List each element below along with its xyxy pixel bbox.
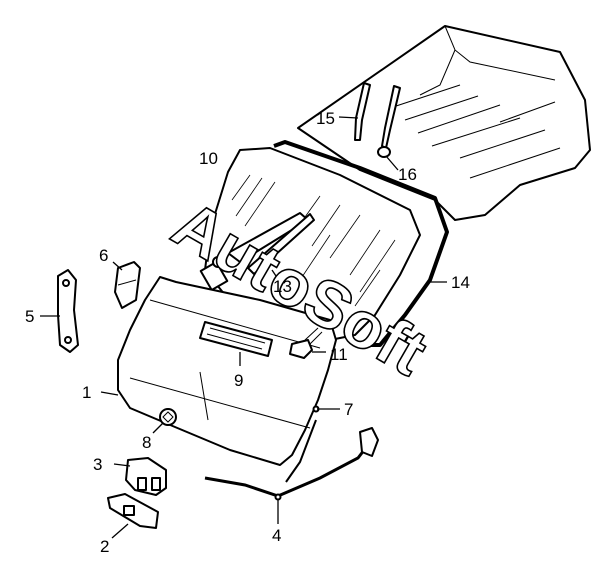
catch-part-11 bbox=[289, 327, 326, 359]
cable-part-4 bbox=[204, 427, 379, 524]
callout-1: 1 bbox=[82, 383, 91, 402]
wiper-arm-part-16 bbox=[377, 85, 401, 171]
brake-light-part-9 bbox=[199, 321, 273, 366]
callout-7: 7 bbox=[344, 400, 353, 419]
callout-15: 15 bbox=[316, 109, 335, 128]
latch-part-3 bbox=[113, 457, 167, 496]
callout-9: 9 bbox=[234, 371, 243, 390]
callout-4: 4 bbox=[272, 526, 281, 545]
emblem-part-8 bbox=[152, 408, 177, 434]
callout-8: 8 bbox=[142, 433, 151, 452]
callout-10: 10 bbox=[199, 149, 218, 168]
hinge-part-6 bbox=[112, 261, 141, 309]
callout-2: 2 bbox=[100, 537, 109, 556]
callout-16: 16 bbox=[398, 165, 417, 184]
molding-part-7 bbox=[285, 405, 340, 483]
callout-5: 5 bbox=[25, 307, 34, 326]
callout-6: 6 bbox=[99, 246, 108, 265]
callout-11: 11 bbox=[330, 345, 348, 364]
wiper-motor-part-13 bbox=[199, 212, 315, 292]
wiper-arm-part-15 bbox=[338, 82, 371, 141]
strut-bracket-part-5 bbox=[40, 269, 79, 353]
lock-part-2 bbox=[107, 493, 159, 539]
callout-14: 14 bbox=[451, 273, 470, 292]
callout-13: 13 bbox=[273, 277, 292, 296]
callout-3: 3 bbox=[93, 455, 102, 474]
seal-strip-part-14 bbox=[273, 140, 449, 347]
